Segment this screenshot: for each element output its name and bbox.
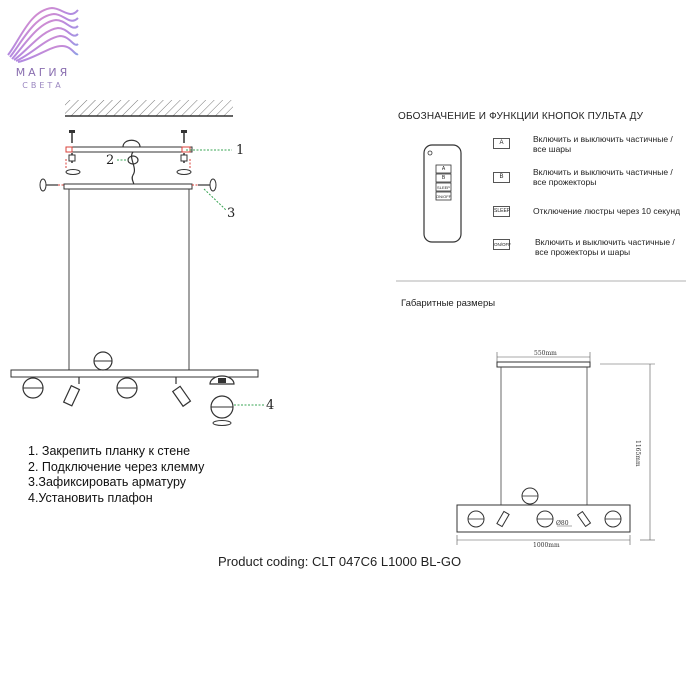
button-sleep-key: SLEEP bbox=[493, 206, 510, 217]
ceiling-screw-left-icon bbox=[69, 130, 75, 143]
dim-top-width: 550mm bbox=[534, 350, 557, 357]
lamp-bar bbox=[10, 369, 259, 378]
remote-key-b: B bbox=[441, 175, 446, 181]
logo-swirl-icon bbox=[7, 6, 79, 63]
step-2: 2. Подключение через клемму bbox=[28, 459, 205, 474]
logo-subtitle: СВЕТА bbox=[22, 81, 64, 90]
callout-2: 2 bbox=[106, 153, 115, 168]
side-screw-right-icon bbox=[198, 178, 217, 192]
anchor-left-icon bbox=[65, 153, 76, 168]
step-1: 1. Закрепить планку к стене bbox=[28, 444, 191, 458]
button-sleep-desc: Отключение люстры через 10 секунд bbox=[533, 206, 681, 216]
remote-control-icon bbox=[423, 144, 462, 243]
remote-key-a: A bbox=[441, 166, 446, 172]
callout-1: 1 bbox=[236, 143, 245, 158]
callout-4: 4 bbox=[266, 398, 275, 413]
callout-3: 3 bbox=[227, 206, 236, 221]
remote-key-sleep: SLEEP bbox=[437, 185, 450, 190]
button-onoff-desc: Включить и выключить частичные /все прож… bbox=[535, 237, 675, 257]
button-b-desc: Включить и выключить частичные /все прож… bbox=[533, 167, 673, 187]
step-4: 4.Установить плафон bbox=[28, 490, 153, 505]
terminal-wire bbox=[122, 139, 141, 148]
shade-install-icon bbox=[209, 375, 235, 426]
dimension-drawing bbox=[456, 352, 655, 545]
step-3: 3.Зафиксировать арматуру bbox=[28, 475, 187, 489]
anchor-right-icon bbox=[180, 153, 191, 168]
canopy bbox=[63, 183, 193, 190]
mounting-plate bbox=[65, 146, 193, 153]
product-coding: Product coding: CLT 047C6 L1000 BL-GO bbox=[218, 554, 462, 569]
remote-title: ОБОЗНАЧЕНИЕ И ФУНКЦИИ КНОПОК ПУЛЬТА ДУ bbox=[398, 111, 644, 122]
button-a-desc: Включить и выключить частичные /все шары bbox=[533, 134, 673, 154]
button-onoff-key: ON/OFF bbox=[493, 239, 511, 250]
ceiling-screw-right-icon bbox=[181, 130, 187, 143]
spotlight-1-icon bbox=[62, 377, 81, 407]
dimensions-title: Габаритные размеры bbox=[401, 298, 496, 309]
dim-bottom-width: 1000mm bbox=[533, 542, 560, 549]
button-b-key: B bbox=[493, 172, 510, 183]
installation-steps: 1. Закрепить планку к стене 2. Подключен… bbox=[28, 444, 204, 506]
remote-key-onoff: ON/OFF bbox=[436, 194, 452, 199]
dim-height: 1165mm bbox=[634, 440, 641, 467]
ceiling-hatch bbox=[65, 100, 233, 116]
button-a-key: A bbox=[493, 138, 510, 149]
side-screw-left-icon bbox=[39, 178, 58, 192]
logo-title: МАГИЯ bbox=[15, 66, 71, 79]
dim-diameter: Ø80 bbox=[556, 520, 569, 527]
spotlight-2-icon bbox=[171, 377, 192, 408]
